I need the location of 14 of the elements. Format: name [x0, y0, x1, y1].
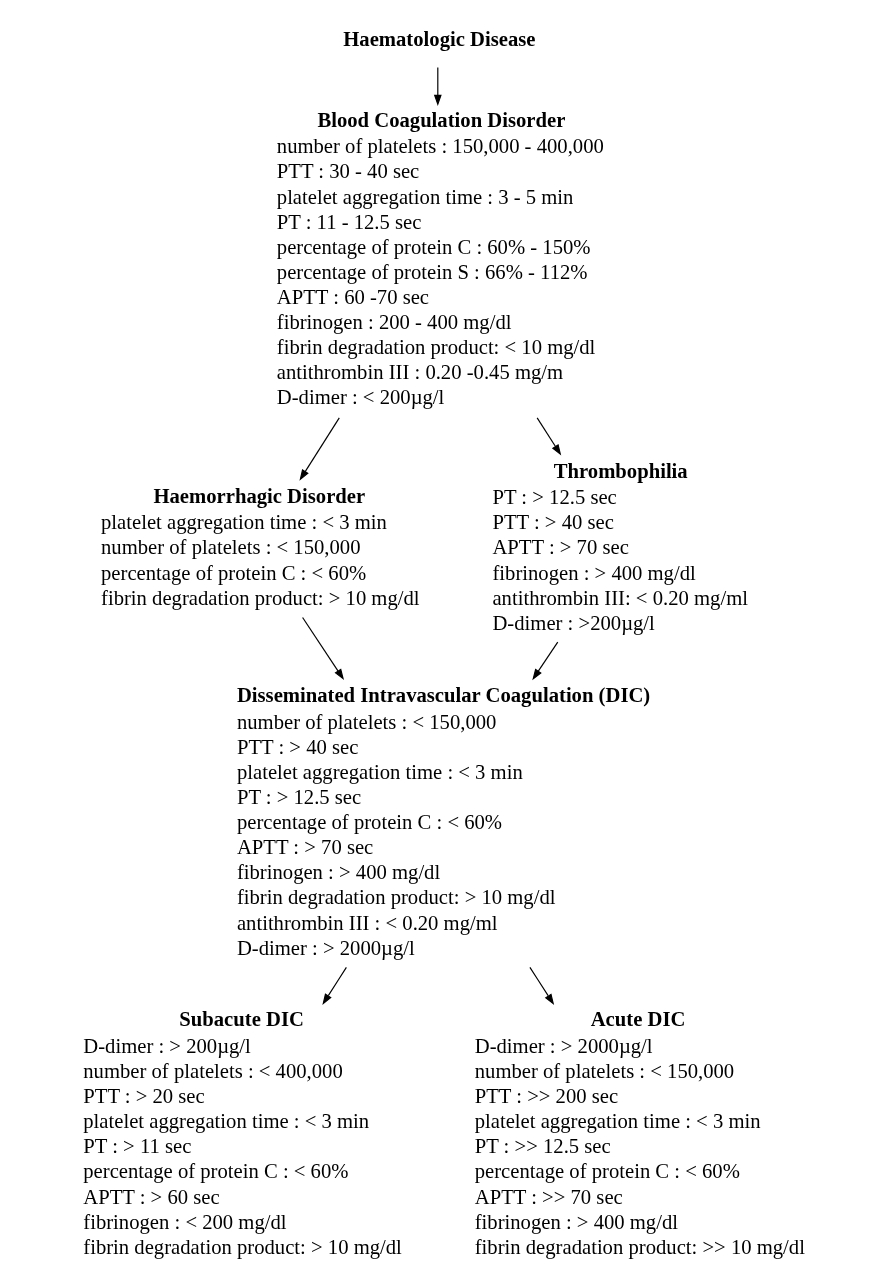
arrow: [302, 616, 345, 681]
arrow: [433, 67, 442, 107]
node-text: Blood Coagulation Disorder number of platelets : 150,000 - 400,000 PTT : 30 - 40 sec platelet aggregation time : 3 - 5 min PT : 11 - 12.5 sec percentage of protein C : 60% - 150% percentage of protein S : 66% - 112% APTT : 60 -70 sec fibrinogen : 200 - 400 mg/dl fibrin degradation product: < 10 mg/dl antithrombin III : 0.20 -0.45 mg/m D-dimer : < 200µg/l: [276, 108, 604, 409]
node-text: Thrombophilia PT : > 12.5 sec PTT : > 40 sec APTT : > 70 sec fibrinogen : > 400 mg/dl antithrombin III: < 0.20 mg/ml D-dimer : >200µg/l: [492, 459, 748, 634]
node-text: Acute DIC D-dimer : > 2000µg/l number of platelets : < 150,000 PTT : >> 200 sec platelet aggregation time : < 3 min PT : >> 12.5 sec percentage of protein C : < 60% APTT : >> 70 sec fibrinogen : > 400 mg/dl fibrin degradation product: >> 10 mg/dl: [474, 1008, 805, 1258]
arrow: [299, 417, 340, 481]
arrow: [529, 966, 555, 1005]
arrow: [532, 641, 559, 681]
node-text: Haemorrhagic Disorder platelet aggregation time : < 3 min number of platelets : < 150,000 percentage of protein C : < 60% fibrin degradation product: > 10 mg/dl: [101, 484, 420, 609]
arrow: [536, 417, 562, 456]
node-text: Subacute DIC D-dimer : > 200µg/l number of platelets : < 400,000 PTT : > 20 sec platelet aggregation time : < 3 min PT : > 11 sec percentage of protein C : < 60% APTT : > 60 sec fibrinogen : < 200 mg/dl fibrin degradation product: > 10 mg/dl: [83, 1008, 402, 1258]
node-text: Disseminated Intravascular Coagulation (DIC) number of platelets : < 150,000 PTT : > 40 sec platelet aggregation time : < 3 min PT : > 12.5 sec percentage of protein C : < 60% APTT : > 70 sec fibrinogen : > 400 mg/dl fibrin degradation product: > 10 mg/dl antithrombin III : < 0.20 mg/ml D-dimer : > 2000µg/l: [236, 684, 651, 959]
node-text: Haematologic Disease: [343, 27, 536, 50]
arrow: [322, 966, 347, 1005]
